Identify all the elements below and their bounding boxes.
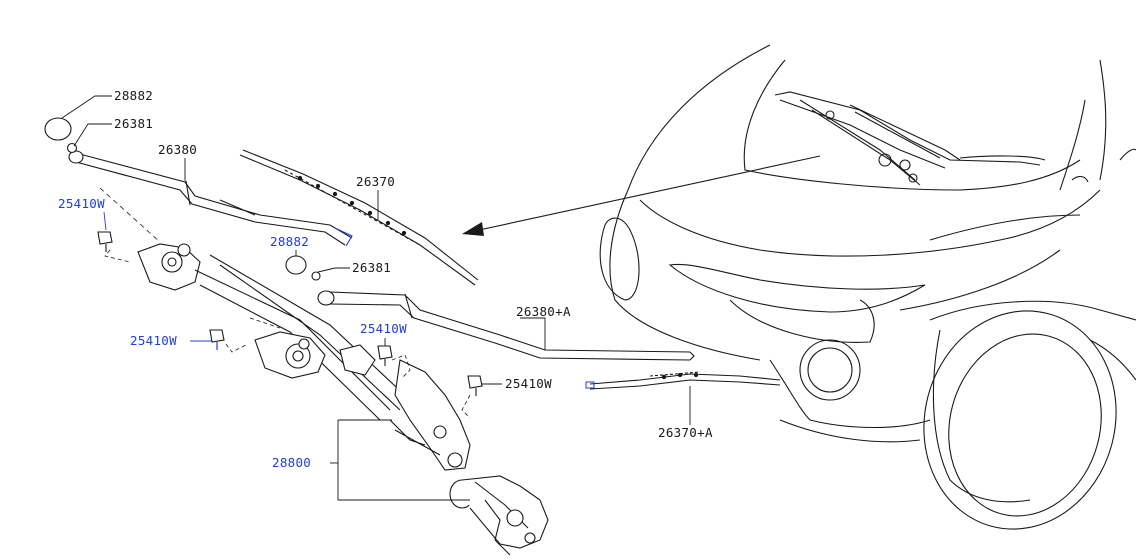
wiper-linkage: [137, 243, 471, 471]
direction-arrow-icon: [462, 155, 821, 236]
wiper-blade-right: [585, 371, 781, 390]
bolt-upper-left-icon: [97, 231, 113, 252]
bolt-center-icon: [377, 345, 393, 366]
bolt-lower-left-icon: [209, 329, 225, 350]
wiper-blade-left: [239, 149, 479, 286]
label-linkage-motor: 28800: [272, 455, 311, 470]
wiper-arm-left: [68, 150, 353, 247]
label-bolt-upper-left: 25410W: [58, 196, 105, 211]
installed-wiper-view: [774, 91, 1046, 186]
label-cap-left: 28882: [114, 88, 153, 103]
label-bolt-center: 25410W: [360, 321, 407, 336]
wiper-arm-right: [317, 290, 695, 361]
label-nut-left: 26381: [114, 116, 153, 131]
label-nut-right: 26381: [352, 260, 391, 275]
wiper-motor-icon: [449, 475, 549, 556]
label-arm-left: 26380: [158, 142, 197, 157]
label-bolt-lower-left: 25410W: [130, 333, 177, 348]
nut-right-icon: [311, 271, 321, 281]
part-labels: 28882 26381 26380 26370 25410W 28882 263…: [58, 88, 713, 470]
label-cap-right: 28882: [270, 234, 309, 249]
label-arm-right: 26380+A: [516, 304, 571, 319]
label-blade-right: 26370+A: [658, 425, 713, 440]
label-bolt-right: 25410W: [505, 376, 552, 391]
cap-right-icon: [285, 255, 307, 275]
bolt-right-icon: [467, 375, 483, 396]
leader-lines: [61, 95, 691, 501]
vehicle-outline: [599, 44, 1136, 530]
cap-left-icon: [44, 117, 72, 141]
label-blade-left: 26370: [356, 174, 395, 189]
